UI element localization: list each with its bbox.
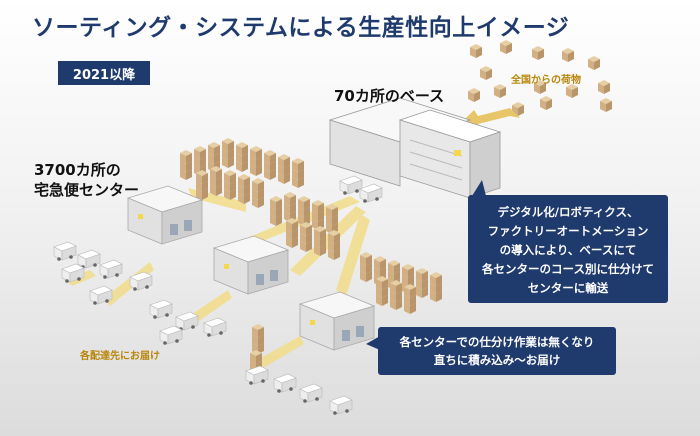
base-building (328, 97, 502, 204)
callout-2-line: 各センターでの仕分け作業は無くなり (399, 335, 595, 349)
centers-label: 3700カ所の 宅急便センター (34, 160, 139, 200)
callout-2-pointer (366, 336, 380, 350)
centers-label-line-1: 3700カ所の (34, 161, 121, 179)
centers-label-line-2: 宅急便センター (34, 181, 140, 199)
callout-1-line: デジタル化/ロボティクス、 (497, 205, 639, 219)
delivery-center-3 (299, 291, 375, 351)
callout-1-line: 各センターのコース別に仕分けて (482, 262, 654, 276)
callout-1-line: ファクトリーオートメーション (487, 224, 649, 238)
callout-2-line: 直ちに積み込み～お届け (433, 353, 561, 367)
callout-center-delivery: 各センターでの仕分け作業は無くなり 直ちに積み込み～お届け (378, 327, 616, 375)
cargo-label: 全国からの荷物 (511, 75, 581, 86)
delivery-center-2 (213, 235, 289, 295)
delivery-label: 各配達先にお届け (80, 351, 160, 362)
callout-base-sorting: デジタル化/ロボティクス、 ファクトリーオートメーション の導入により、ベースに… (468, 195, 668, 303)
base-label: 70カ所のベース (334, 87, 445, 105)
callout-1-line: の導入により、ベースにて (499, 243, 637, 257)
callout-1-pointer (472, 180, 486, 196)
callout-1-line: センターに輸送 (527, 281, 609, 295)
year-badge: 2021以降 (58, 61, 150, 85)
page-title: ソーティング・システムによる生産性向上イメージ (32, 15, 570, 41)
